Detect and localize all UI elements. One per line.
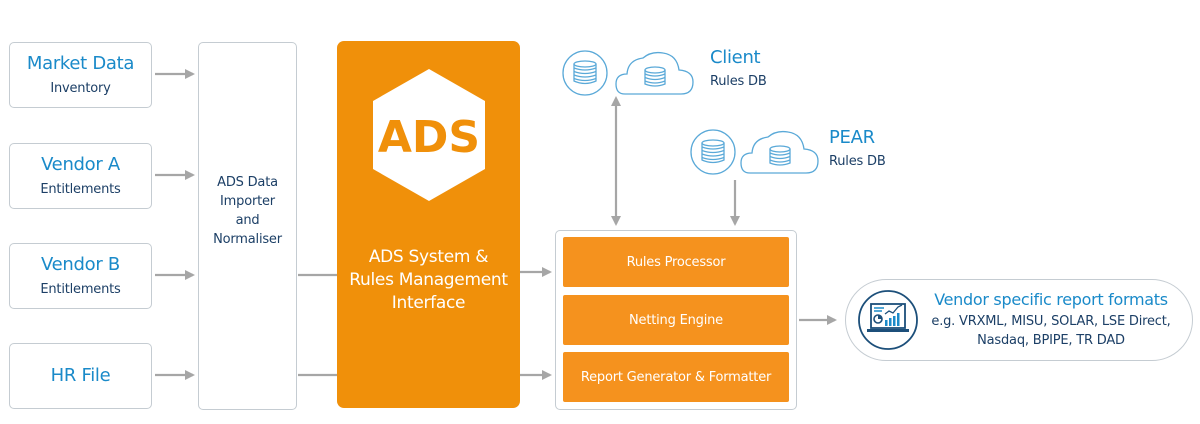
client-db-label: Client Rules DB [710, 47, 767, 91]
netting-engine: Netting Engine [563, 295, 789, 345]
source-vendor-b: Vendor B Entitlements [9, 243, 152, 309]
db-subtitle: Rules DB [829, 154, 886, 169]
hexagon-shape [373, 69, 485, 201]
pear-db-label: PEAR Rules DB [829, 127, 886, 171]
importer-normaliser-box: ADS Data Importer and Normaliser [198, 42, 297, 410]
source-market-data: Market Data Inventory [9, 42, 152, 108]
source-title: HR File [50, 365, 111, 386]
source-vendor-a: Vendor A Entitlements [9, 143, 152, 209]
cloud-database-icon [740, 130, 819, 174]
ads-logo-text: ADS [378, 112, 480, 163]
source-title: Market Data [26, 52, 135, 74]
source-subtitle: Inventory [50, 80, 111, 96]
db-title: Client [710, 47, 761, 68]
source-title: Vendor A [41, 153, 120, 175]
rules-processor: Rules Processor [563, 237, 789, 287]
output-report-formats: Vendor specific report formats e.g. VRXM… [845, 279, 1193, 361]
output-title: Vendor specific report formats [934, 290, 1168, 309]
ads-hexagon-logo: ADS [373, 69, 485, 201]
ads-caption: ADS System & Rules Management Interface [349, 247, 508, 313]
db-title: PEAR [829, 127, 875, 148]
ads-system-panel: ADS ADS System & Rules Management Interf… [337, 41, 520, 408]
source-hr-file: HR File [9, 343, 152, 409]
source-subtitle: Entitlements [40, 181, 121, 197]
output-subtitle: e.g. VRXML, MISU, SOLAR, LSE Direct, Nas… [931, 314, 1171, 348]
database-icon [690, 129, 736, 175]
importer-label: ADS Data Importer and Normaliser [213, 175, 282, 247]
processing-box: Rules Processor Netting Engine Report Ge… [555, 230, 797, 410]
source-subtitle: Entitlements [40, 281, 121, 297]
laptop-analytics-icon [858, 290, 918, 350]
report-generator-formatter: Report Generator & Formatter [563, 352, 789, 402]
source-title: Vendor B [41, 253, 120, 275]
database-icon [562, 50, 608, 96]
cloud-database-icon [615, 51, 694, 95]
db-subtitle: Rules DB [710, 74, 767, 89]
